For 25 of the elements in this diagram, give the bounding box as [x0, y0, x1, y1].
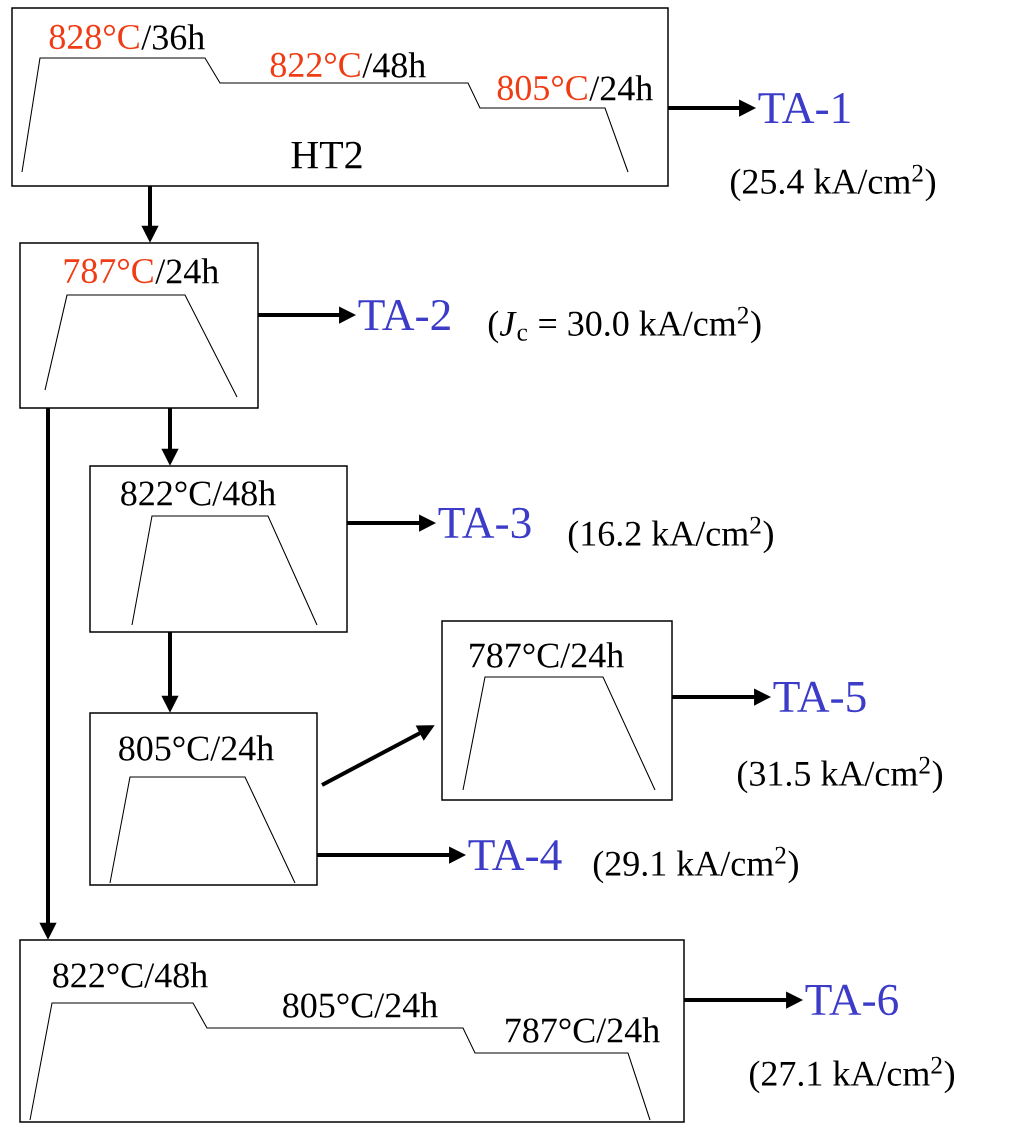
heat-treatment-box: 787°C/24h [441, 620, 673, 801]
sample-label: TA-4 [468, 840, 562, 870]
node-label: /36h [141, 24, 205, 50]
current-density-label: (16.2 kA/cm$^{2}$) [568, 516, 773, 554]
node-label: 828°C [49, 24, 139, 50]
sample-label: TA-2 [358, 300, 450, 330]
current-density-label: (29.1 kA/cm$^{2}$) [593, 846, 798, 884]
sample-label: TA-6 [805, 984, 898, 1016]
heat-treatment-box: 805°C/24h [89, 712, 318, 886]
heat-treatment-box: 822°C/48h [89, 465, 348, 633]
current-density-label: (J$_{c}$ = 30.0 kA/cm$^{2}$) [488, 306, 761, 344]
heat-treatment-box: 787°C/24h [19, 242, 259, 409]
current-density-label: (25.4 kA/cm$^{2}$) [731, 164, 936, 202]
heat-treatment-box: 828°C/36h 822°C/48h 805°C/24h HT2 [11, 7, 669, 187]
node-label: 822°C [270, 52, 360, 78]
heat-treatment-box: 822°C/48h 805°C/24h 787°C/24h [19, 939, 685, 1123]
sample-label: TA-1 [758, 93, 850, 123]
current-density-label: (27.1 kA/cm$^{2}$) [750, 1056, 955, 1094]
sample-label: TA-5 [773, 681, 866, 713]
node-label: /24h [589, 75, 653, 101]
sample-label: TA-3 [438, 507, 531, 539]
node-label: 805°C [497, 75, 587, 101]
node-label: HT2 [291, 141, 362, 169]
current-density-label: (31.5 kA/cm$^{2}$) [738, 756, 943, 794]
node-label: /48h [362, 52, 426, 78]
